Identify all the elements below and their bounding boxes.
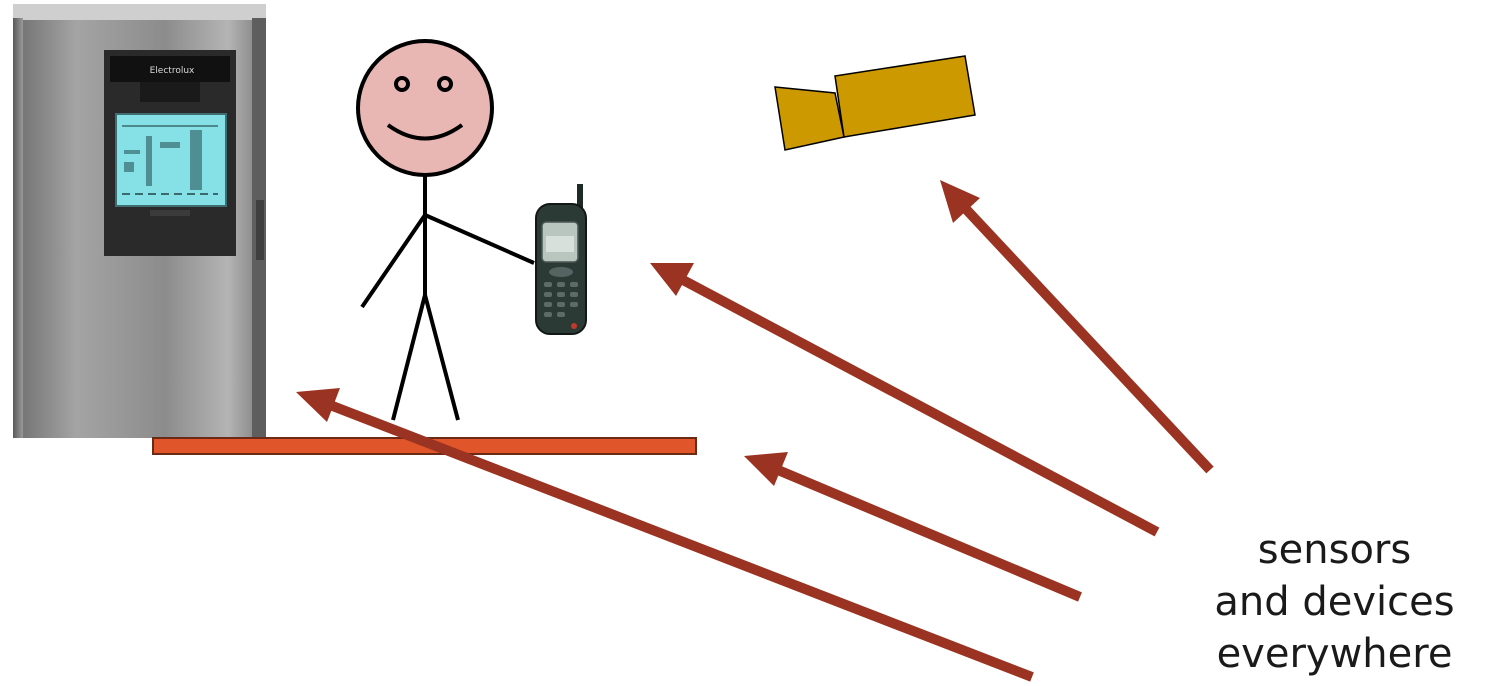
stick-figure-icon	[358, 41, 534, 420]
fridge-screen	[116, 114, 226, 206]
caption-text: sensors and devices everywhere	[1180, 524, 1489, 680]
video-camera-icon	[775, 56, 975, 150]
mobile-phone-icon	[536, 184, 586, 334]
arrow-icon	[940, 180, 1210, 470]
arrow-icon	[650, 263, 1157, 532]
arrow-icon	[744, 452, 1080, 597]
caption-line-3: everywhere	[1180, 628, 1489, 680]
fridge-brand-label: Electrolux	[150, 66, 195, 76]
sensor-arrows	[296, 180, 1210, 677]
caption-line-1: sensors	[1180, 524, 1489, 576]
fridge-icon: Electrolux	[13, 4, 266, 438]
caption-line-2: and devices	[1180, 576, 1489, 628]
